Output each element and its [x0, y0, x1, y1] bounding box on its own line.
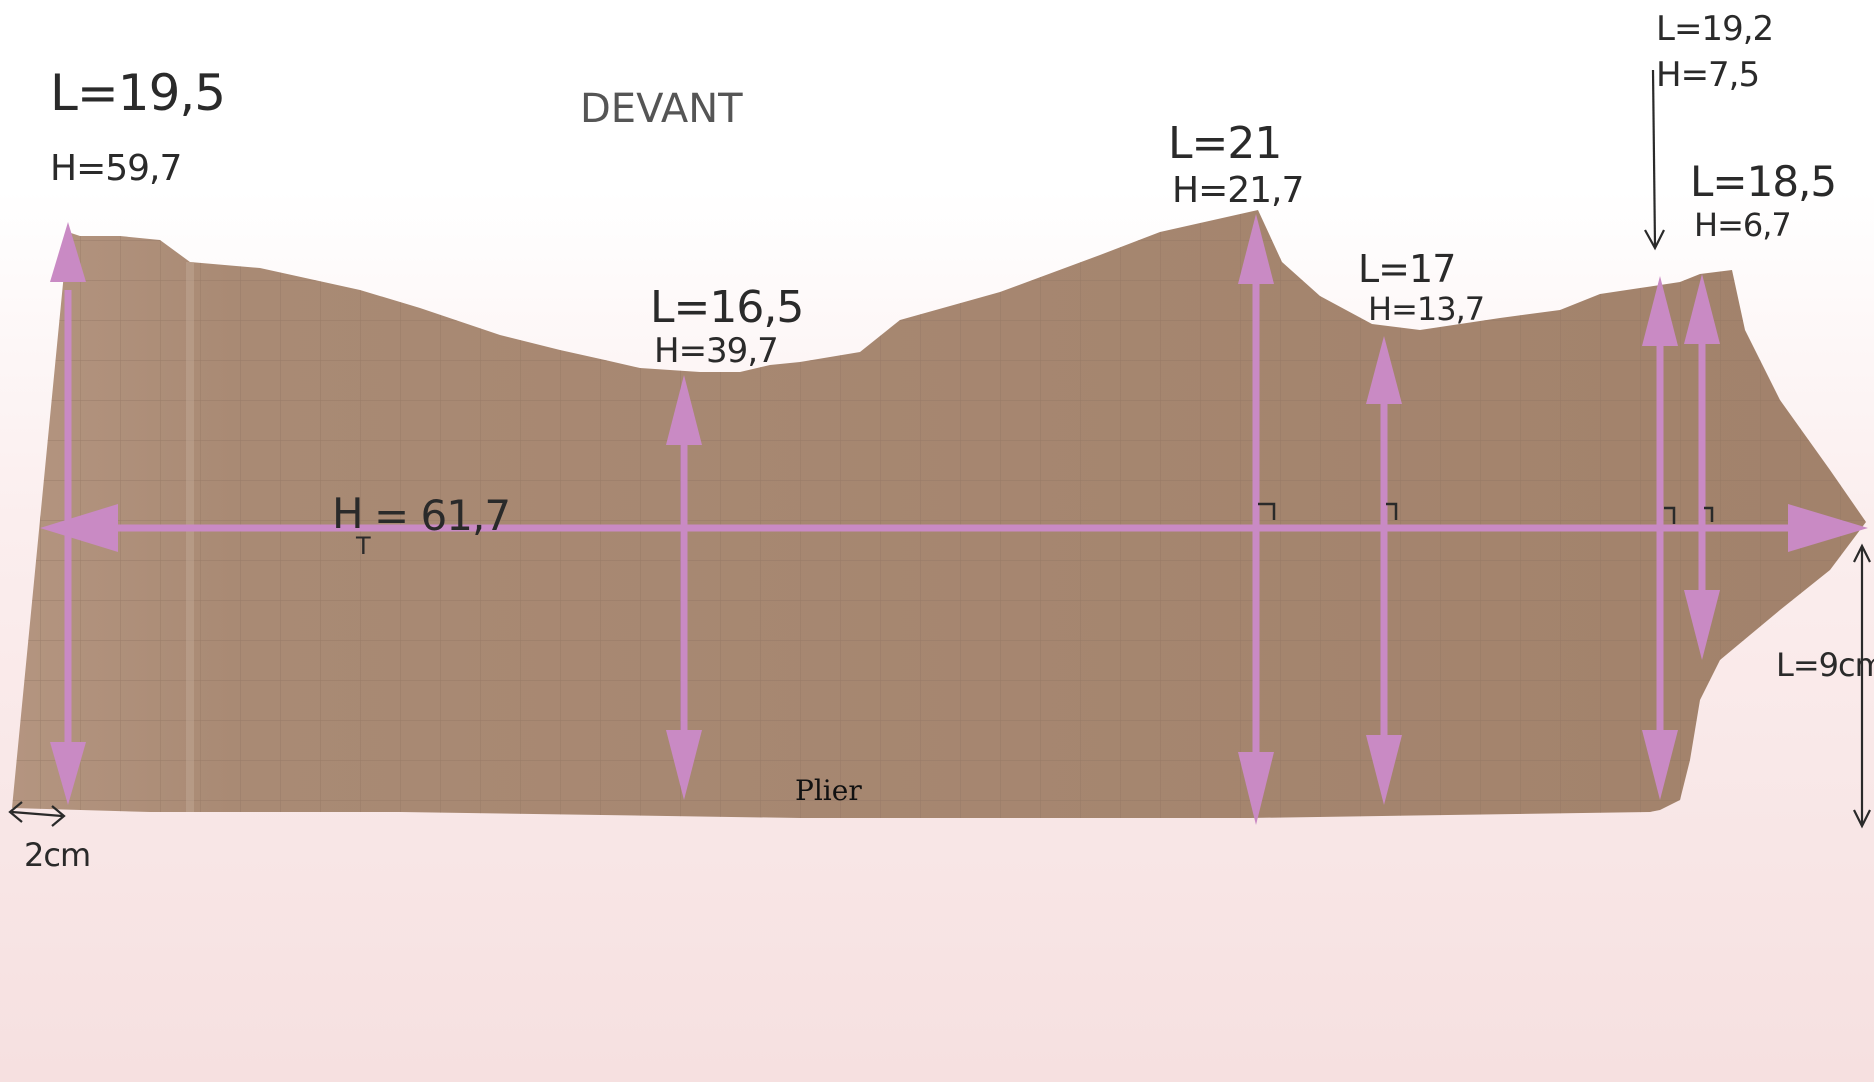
page-title: DEVANT	[580, 86, 743, 132]
measurement-2-length: L=16,5	[650, 282, 803, 333]
measurement-3-length: L=21	[1168, 118, 1281, 169]
height-arrow-3	[1238, 214, 1274, 825]
measurement-3: L=21 H=21,7	[1168, 118, 1304, 211]
measurement-1-height: H=59,7	[50, 148, 181, 189]
total-height-arrow	[40, 504, 1868, 552]
measurement-2-height: H=39,7	[654, 331, 778, 371]
measurement-6-height: H=6,7	[1694, 206, 1791, 244]
height-arrow-5	[1642, 276, 1678, 800]
measurement-3-height: H=21,7	[1172, 170, 1303, 211]
measurement-6-length: L=18,5	[1690, 157, 1836, 206]
measurement-4-length: L=17	[1358, 247, 1455, 291]
height-arrow-4	[1366, 336, 1402, 805]
margin-label: 2cm	[24, 836, 90, 874]
total-height-subscript: T	[355, 532, 371, 560]
total-height-letter: H	[332, 489, 363, 538]
total-height-label: H T = 61,7	[332, 489, 511, 560]
measurement-1: L=19,5 H=59,7	[50, 64, 226, 189]
paper-piece	[12, 210, 1866, 818]
height-arrow-6	[1684, 274, 1720, 660]
height-arrow-2	[666, 375, 702, 800]
measurement-5-length: L=19,2	[1656, 9, 1773, 49]
measurement-4: L=17 H=13,7	[1358, 247, 1485, 328]
measurement-2: L=16,5 H=39,7	[650, 282, 804, 371]
fold-label: Plier	[795, 774, 862, 807]
ink-arrows	[8, 69, 1871, 829]
height-arrow-1	[50, 222, 86, 805]
measurement-6: L=18,5 H=6,7	[1690, 157, 1837, 244]
side-length-label: L=9cm	[1776, 646, 1874, 684]
measurement-5-height: H=7,5	[1656, 55, 1759, 95]
total-height-value: = 61,7	[374, 491, 510, 540]
measurement-4-height: H=13,7	[1368, 290, 1484, 328]
measurement-1-length: L=19,5	[50, 64, 225, 122]
arrows-layer	[40, 214, 1868, 825]
measurement-5: L=19,2 H=7,5	[1656, 9, 1774, 95]
right-angle-marks	[1258, 502, 1714, 524]
